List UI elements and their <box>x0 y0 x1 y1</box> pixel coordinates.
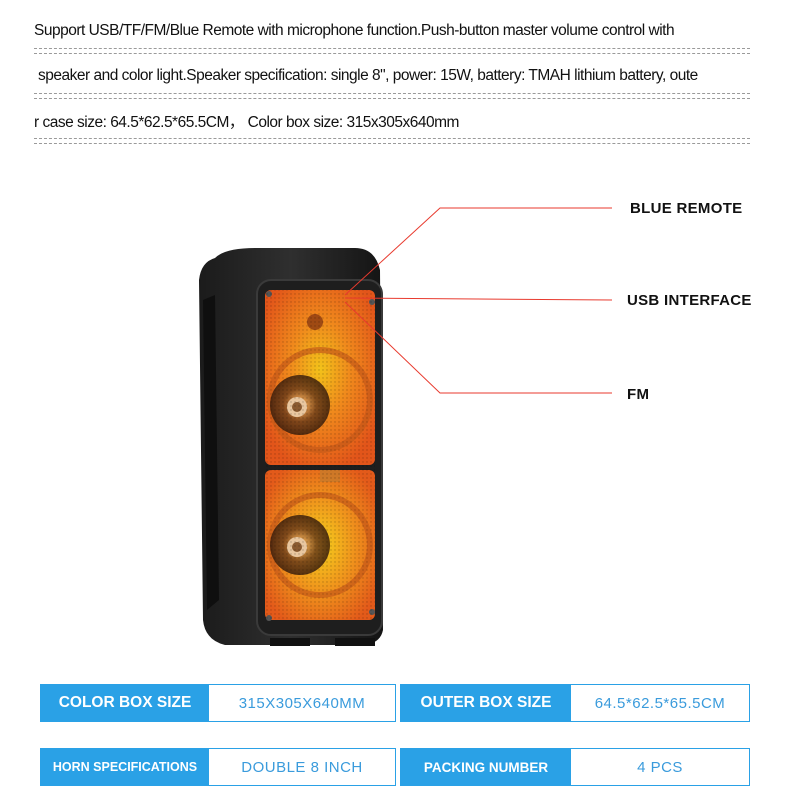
divider <box>34 48 750 49</box>
description-line-1: Support USB/TF/FM/Blue Remote with micro… <box>34 22 675 39</box>
divider <box>34 53 750 54</box>
spec-outer-box-size: OUTER BOX SIZE 64.5*62.5*65.5CM <box>400 684 750 722</box>
spec-packing-number: PACKING NUMBER 4 PCS <box>400 748 750 786</box>
divider <box>34 143 750 144</box>
spec-label: HORN SPECIFICATIONS <box>41 749 209 785</box>
divider <box>34 93 750 94</box>
spec-label: PACKING NUMBER <box>401 749 571 785</box>
description-line-3: r case size: 64.5*62.5*65.5CM， Color box… <box>34 114 459 131</box>
description-line-2: speaker and color light.Speaker specific… <box>38 67 698 84</box>
spec-value: 64.5*62.5*65.5CM <box>571 685 749 721</box>
divider <box>34 138 750 139</box>
speaker-image <box>199 248 383 646</box>
spec-label: COLOR BOX SIZE <box>41 685 209 721</box>
spec-horn-specifications: HORN SPECIFICATIONS DOUBLE 8 INCH <box>40 748 396 786</box>
spec-value: DOUBLE 8 INCH <box>209 749 395 785</box>
spec-value: 315X305X640MM <box>209 685 395 721</box>
spec-value: 4 PCS <box>571 749 749 785</box>
callout-blue-remote: BLUE REMOTE <box>630 200 743 217</box>
callout-usb-interface: USB INTERFACE <box>627 292 752 309</box>
spec-label: OUTER BOX SIZE <box>401 685 571 721</box>
spec-color-box-size: COLOR BOX SIZE 315X305X640MM <box>40 684 396 722</box>
divider <box>34 98 750 99</box>
callout-fm: FM <box>627 386 650 403</box>
